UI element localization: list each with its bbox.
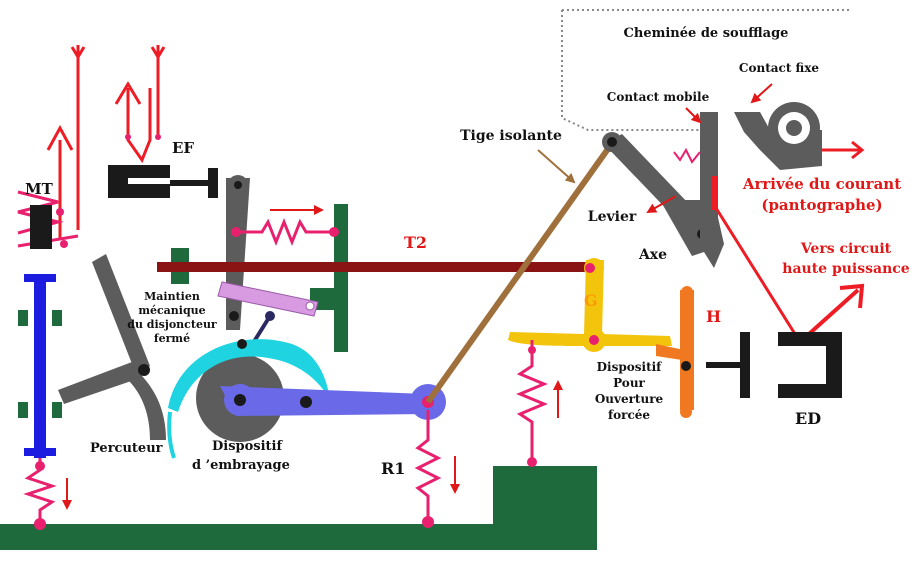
r1-spring	[414, 410, 460, 528]
hv-label-2: haute puissance	[782, 261, 910, 277]
ef-lever	[226, 175, 250, 330]
forced-label-2: Pour	[613, 376, 645, 390]
chimney-label: Cheminée de soufflage	[624, 26, 789, 41]
clutch-label-1: Dispositif	[212, 439, 283, 454]
mobile-contact-label: Contact mobile	[607, 90, 710, 104]
top-spring	[231, 205, 339, 247]
clutch-label-2: d ’embrayage	[192, 458, 290, 473]
percuteur-label: Percuteur	[90, 441, 163, 456]
fixed-contact	[734, 102, 865, 170]
ground-base	[0, 466, 597, 550]
hold-label-4: fermé	[154, 332, 190, 345]
axis-label: Axe	[638, 247, 667, 263]
insulating-rod-pointer	[537, 149, 576, 184]
r1-label: R1	[381, 459, 405, 478]
h-label: H	[706, 307, 721, 326]
forced-label-4: forcée	[608, 408, 650, 422]
hold-label-3: du disjoncteur	[127, 318, 217, 331]
hold-label-1: Maintien	[144, 290, 200, 303]
t2-label: T2	[404, 233, 427, 252]
hv-label-1: Vers circuit	[800, 241, 892, 257]
lever-label: Levier	[588, 209, 637, 225]
insulating-rod	[425, 144, 613, 404]
blue-column	[18, 274, 72, 530]
violet-arm	[220, 384, 446, 420]
current-in-label-1: Arrivée du courant	[742, 175, 901, 193]
forced-label-1: Dispositif	[597, 360, 663, 374]
fixed-contact-label: Contact fixe	[739, 61, 820, 75]
hold-label-2: mécanique	[138, 304, 205, 317]
mt-relay	[17, 45, 86, 249]
mt-label: MT	[25, 180, 54, 198]
g-label: G	[584, 291, 598, 310]
blowing-chimney-outline	[561, 9, 852, 131]
t2-bar	[157, 262, 589, 272]
percuteur-lever	[58, 254, 166, 440]
ed-relay	[706, 332, 842, 398]
forced-label-3: Ouverture	[595, 392, 664, 406]
fixed-contact-pointer	[750, 83, 773, 104]
mobile-contact	[673, 112, 718, 244]
mobile-contact-pointer	[685, 107, 702, 124]
h-part	[656, 286, 694, 418]
g-part	[508, 258, 672, 467]
lever-pointer	[646, 195, 677, 213]
ed-label: ED	[795, 409, 821, 428]
green-guide-right	[334, 204, 348, 352]
ef-label: EF	[172, 139, 194, 157]
ef-relay	[108, 45, 218, 198]
insulating-rod-label: Tige isolante	[460, 128, 562, 144]
current-in-label-2: (pantographe)	[761, 196, 882, 214]
